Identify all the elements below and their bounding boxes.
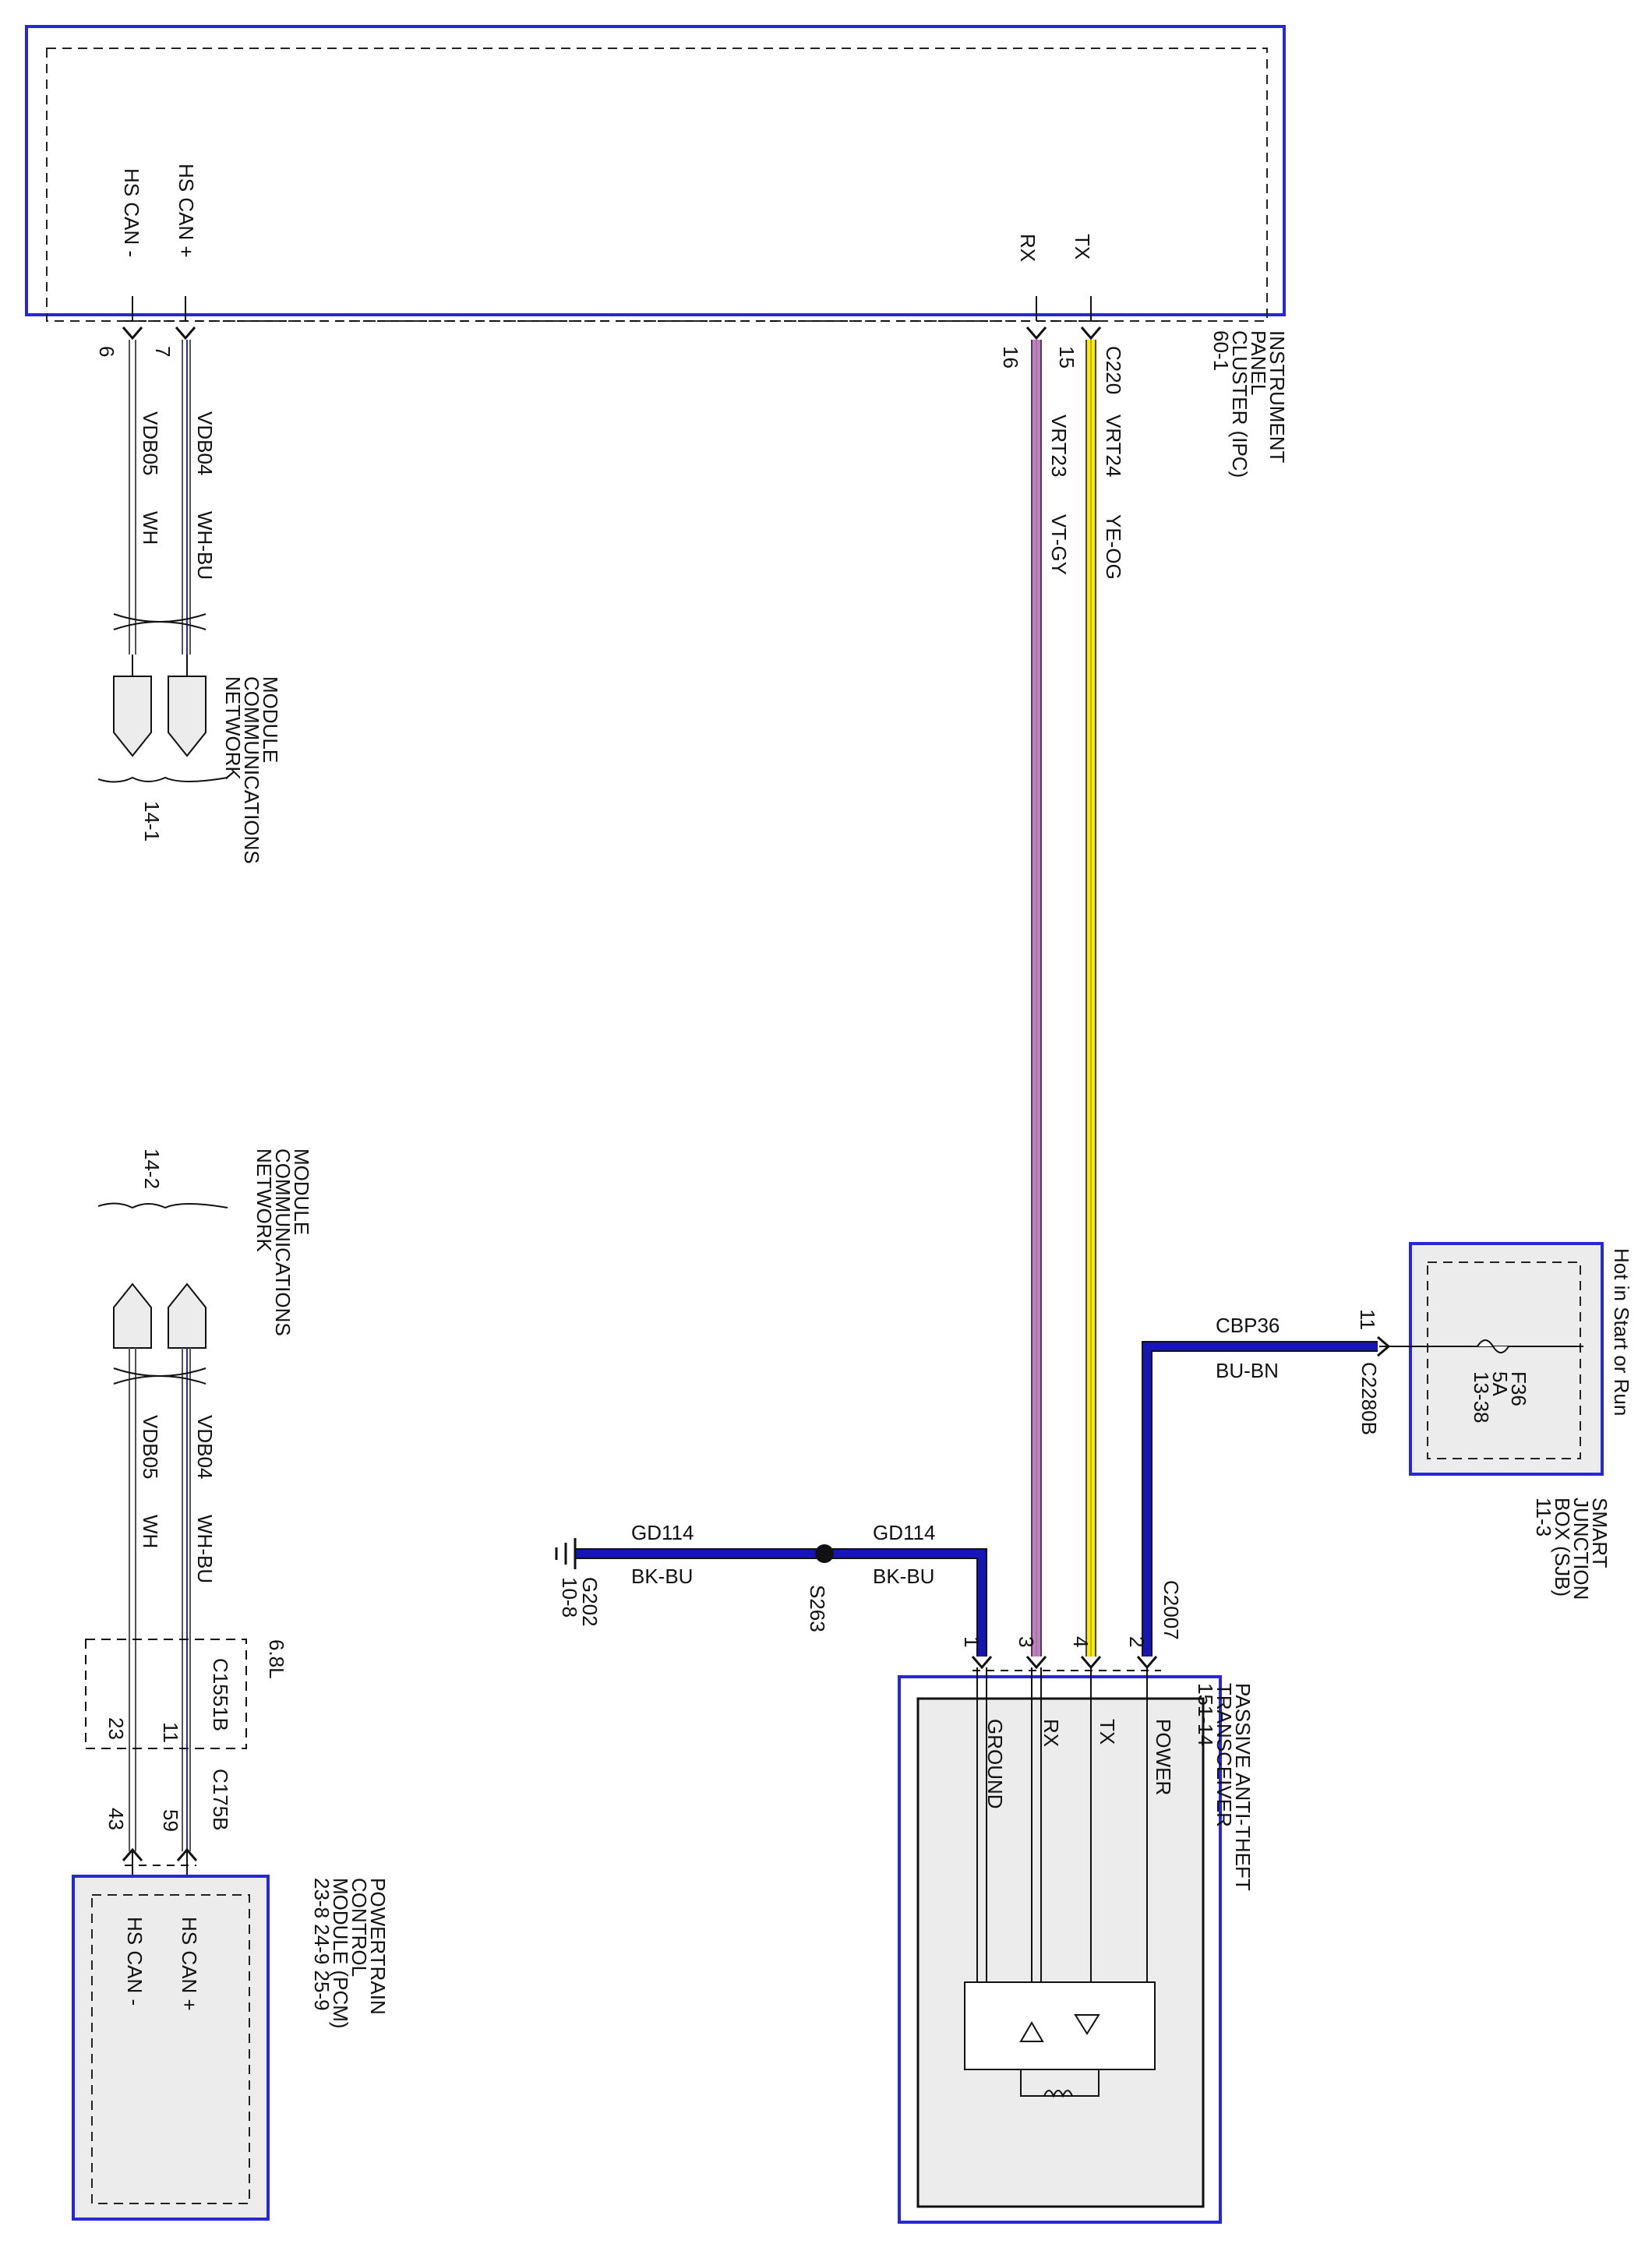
mcn-top-ref: 14-1 xyxy=(140,801,164,842)
sjb-module: Hot in Start or Run F36 5A 13-38 11 C228… xyxy=(1356,1242,1633,1600)
pats-pin-number-power: 2 xyxy=(1125,1636,1149,1647)
pats-name-line-1: PASSIVE ANTI-THEFT xyxy=(1231,1683,1255,1891)
can-wires-top: VDB05 WH VDB04 WH-BU xyxy=(113,326,217,654)
gd114-right-circuit-label: GD114 xyxy=(873,1521,935,1544)
vrt23-color-label: VT-GY xyxy=(1047,514,1071,575)
pcm-pin-number-hs-can-minus: 43 xyxy=(104,1808,128,1830)
pcm-name-line-4: 23-8 24-9 25-9 xyxy=(310,1878,334,2011)
ipc-pin-number-tx: 15 xyxy=(1055,346,1078,369)
vdb05-bottom-color-label: WH xyxy=(139,1515,162,1548)
mcn-top-name-line-3: NETWORK xyxy=(221,676,245,781)
sjb-fuse-line-3: 13-38 xyxy=(1470,1371,1493,1424)
pats-name-line-3: 151-14 xyxy=(1194,1683,1217,1746)
rx-triangle-icon xyxy=(1074,2014,1100,2035)
ipc-pin-hs-can-minus: HS CAN - xyxy=(120,168,143,257)
ground-circuit: GD114 BK-BU GD114 BK-BU S263 G202 10-8 xyxy=(555,1521,987,1657)
pcm-frame xyxy=(72,1875,270,2221)
pats-pin-number-ground: 1 xyxy=(960,1636,983,1647)
ipc-name-line-2: PANEL xyxy=(1247,330,1270,395)
pats-module: GROUND RX TX POWER 1 3 4 2 C2007 PASSIVE… xyxy=(898,1580,1255,2224)
vrt23-circuit-label: VRT23 xyxy=(1047,415,1071,477)
vrt24-circuit-label: VRT24 xyxy=(1102,415,1125,477)
inline-engine-label: 6.8L xyxy=(265,1639,288,1679)
pats-pin-tx: TX xyxy=(1096,1719,1119,1745)
mcn-bottom-ref: 14-2 xyxy=(140,1148,164,1189)
mcn-top: MODULE COMMUNICATIONS NETWORK 14-1 xyxy=(97,654,282,864)
ipc-pin-number-hs-can-plus: 7 xyxy=(151,346,175,357)
gd114-left-color-label: BK-BU xyxy=(631,1565,693,1588)
vdb04-bottom-circuit-label: VDB04 xyxy=(193,1415,217,1479)
inline-pin-vdb05: 23 xyxy=(104,1717,128,1740)
sjb-name-line-2: JUNCTION xyxy=(1569,1498,1593,1600)
pcm-name-line-3: MODULE (PCM) xyxy=(329,1878,352,2029)
ipc-name-line-4: 60-1 xyxy=(1209,330,1233,371)
sjb-fuse-line-2: 5A xyxy=(1488,1371,1512,1396)
ipc-pin-number-hs-can-minus: 6 xyxy=(95,346,118,357)
sjb-frame xyxy=(1409,1242,1604,1476)
pats-transceiver-block xyxy=(964,1981,1156,2070)
inline-connector-label: C1551B xyxy=(209,1658,232,1731)
sjb-name-line-4: 11-3 xyxy=(1532,1498,1555,1537)
vdb05-color-label: WH xyxy=(139,511,162,545)
ipc-name-line-1: INSTRUMENT xyxy=(1265,330,1289,464)
inline-connector: 6.8L C1551B 23 11 xyxy=(85,1639,288,1749)
pats-pin-rx: RX xyxy=(1040,1719,1063,1747)
sjb-fuse-line-1: F36 xyxy=(1507,1371,1530,1406)
vdb05-bottom-circuit-label: VDB05 xyxy=(139,1415,162,1479)
pats-connector-label: C2007 xyxy=(1160,1580,1183,1640)
mcn-bottom-name-line-2: COMMUNICATIONS xyxy=(271,1148,295,1336)
vdb04-color-label: WH-BU xyxy=(193,511,217,580)
pcm-connector-label: C175B xyxy=(209,1769,232,1831)
ground-ref-label: 10-8 xyxy=(558,1577,581,1618)
pcm-pin-number-hs-can-plus: 59 xyxy=(159,1809,182,1832)
pcm-module: HS CAN + HS CAN - C175B 43 59 POWERTRAIN… xyxy=(72,1769,390,2221)
ipc-frame xyxy=(25,25,1286,316)
cbp36-circuit-label: CBP36 xyxy=(1216,1314,1280,1337)
sjb-hot-label: Hot in Start or Run xyxy=(1610,1248,1633,1416)
pcm-name-line-1: POWERTRAIN xyxy=(366,1878,390,2015)
inline-pin-vdb04: 11 xyxy=(159,1722,182,1743)
pats-pin-power: POWER xyxy=(1152,1719,1175,1795)
vdb05-circuit-label: VDB05 xyxy=(139,411,162,475)
vdb04-bottom-color-label: WH-BU xyxy=(193,1515,217,1583)
ipc-dashed-box xyxy=(46,48,1268,322)
ground-point-label: G202 xyxy=(578,1577,602,1627)
ipc-pin-rx: RX xyxy=(1016,234,1040,262)
pats-pin-number-tx: 4 xyxy=(1069,1636,1093,1647)
ipc-connector-label: C220 xyxy=(1102,346,1125,394)
mcn-bottom: MODULE COMMUNICATIONS NETWORK 14-2 xyxy=(97,1148,313,1349)
vrt24-color-label: YE-OG xyxy=(1102,514,1125,580)
mcn-bottom-name-line-3: NETWORK xyxy=(252,1148,276,1253)
sjb-name-line-3: BOX (SJB) xyxy=(1551,1498,1574,1597)
ipc-name-line-3: CLUSTER (IPC) xyxy=(1228,330,1251,478)
sjb-pin-number: 11 xyxy=(1356,1309,1379,1330)
gd114-left-circuit-label: GD114 xyxy=(631,1521,694,1544)
sjb-connector-label: C2280B xyxy=(1357,1362,1381,1435)
tx-triangle-icon xyxy=(1019,2021,1044,2042)
cbp36-wire: CBP36 BU-BN xyxy=(1142,1314,1391,1657)
vdb04-circuit-label: VDB04 xyxy=(193,411,217,475)
pcm-name-line-2: CONTROL xyxy=(348,1878,371,1977)
pats-pin-number-rx: 3 xyxy=(1015,1636,1038,1647)
mcn-top-name-line-1: MODULE xyxy=(259,676,282,763)
mcn-top-name-line-2: COMMUNICATIONS xyxy=(240,676,263,864)
pcm-pin-hs-can-minus: HS CAN - xyxy=(123,1917,146,2006)
ipc-pin-number-rx: 16 xyxy=(999,346,1022,369)
rx-tx-wires: VRT23 VT-GY VRT24 YE-OG xyxy=(1025,326,1125,1657)
cbp36-color-label: BU-BN xyxy=(1216,1359,1279,1382)
ipc-module: HS CAN + HS CAN - RX TX INSTRUMENT PANEL… xyxy=(25,25,1289,478)
gd114-right-color-label: BK-BU xyxy=(873,1565,934,1588)
ipc-pin-hs-can-plus: HS CAN + xyxy=(175,164,198,258)
pats-name-line-2: TRANSCEIVER xyxy=(1213,1683,1236,1827)
mcn-bottom-name-line-1: MODULE xyxy=(290,1148,313,1235)
can-wires-bottom: VDB05 WH VDB04 WH-BU xyxy=(113,1348,217,1851)
ipc-pin-tx: TX xyxy=(1071,234,1094,259)
splice-s263-label: S263 xyxy=(806,1585,829,1632)
pcm-pin-hs-can-plus: HS CAN + xyxy=(178,1917,201,2011)
splice-s263-dot xyxy=(815,1544,834,1563)
pats-pin-ground: GROUND xyxy=(983,1719,1007,1809)
coil-icon xyxy=(1020,2069,1100,2098)
sjb-name-line-1: SMART xyxy=(1588,1498,1611,1568)
